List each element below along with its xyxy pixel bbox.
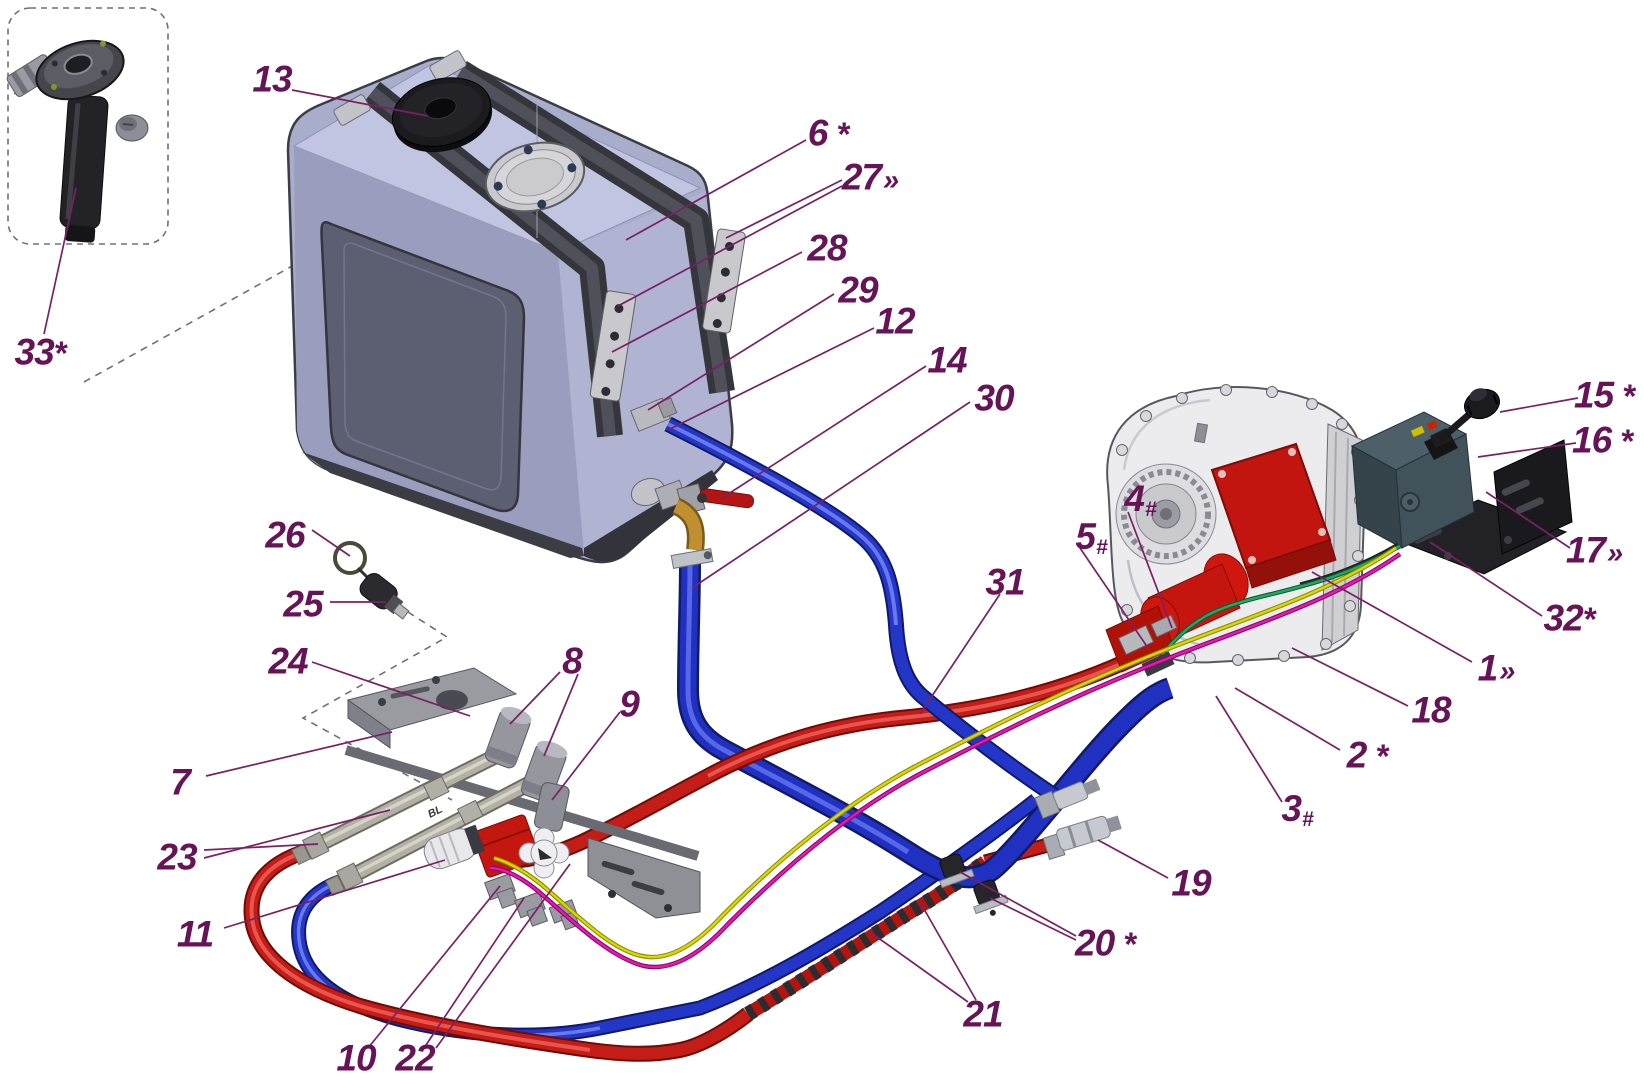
callout-23: 23 xyxy=(157,836,197,878)
callout-15: 15* xyxy=(1574,374,1635,416)
hand-knob xyxy=(518,827,570,879)
red-mark xyxy=(1426,420,1438,431)
control-box xyxy=(1350,388,1500,549)
suction-hose xyxy=(676,561,1174,889)
callout-10: 10 xyxy=(336,1037,376,1079)
tank-fittings xyxy=(630,397,755,569)
filler-cap xyxy=(391,77,493,153)
pump-pressure-fitting xyxy=(1117,624,1155,656)
callout-22: 22 xyxy=(395,1037,435,1079)
callout-33: 33* xyxy=(14,331,67,373)
leader-lines xyxy=(43,89,1579,1049)
callout-6: 6* xyxy=(807,112,849,154)
tube-nut xyxy=(291,775,484,897)
hydraulic-tank xyxy=(286,50,746,564)
gearbox-hub xyxy=(1115,463,1217,565)
callout-13: 13 xyxy=(252,58,292,100)
callout-11: 11 xyxy=(176,913,214,955)
pressure-hose xyxy=(519,646,1146,868)
callout-30: 30 xyxy=(974,377,1014,419)
callout-9: 9 xyxy=(619,683,640,725)
quick-coupling-19 xyxy=(1042,815,1122,860)
plug xyxy=(115,114,149,142)
control-bracket xyxy=(1394,439,1573,575)
steel-tube xyxy=(314,740,544,884)
valve-handle xyxy=(699,488,755,509)
callout-26: 26 xyxy=(265,514,305,556)
solenoid-valve xyxy=(423,824,485,870)
tank-recess-panel xyxy=(320,221,526,513)
tube-marking-label: BL xyxy=(426,803,445,820)
strap-corner-cap xyxy=(429,50,467,82)
callout-5: 5# xyxy=(1075,516,1107,559)
quick-coupling-return xyxy=(1034,778,1101,820)
mounting-plate xyxy=(589,228,746,402)
callout-25: 25 xyxy=(283,583,323,625)
hydraulic-pump xyxy=(1105,553,1249,677)
valve-assembly: BL BL xyxy=(291,667,701,931)
pto xyxy=(1210,442,1337,589)
test-coupling xyxy=(333,541,410,620)
pump-adapter-fitting xyxy=(1150,614,1178,638)
elbow-fitting xyxy=(483,873,580,931)
callout-31: 31 xyxy=(985,561,1025,603)
return-fitting xyxy=(630,397,678,432)
callout-19: 19 xyxy=(1171,862,1211,904)
callout-28: 28 xyxy=(807,227,847,269)
callout-21: 21 xyxy=(963,993,1003,1035)
callout-32: 32* xyxy=(1543,597,1596,639)
callout-29: 29 xyxy=(838,269,878,311)
callout-2: 2* xyxy=(1346,734,1388,776)
suction-clamp xyxy=(670,548,714,569)
callout-4: 4# xyxy=(1124,478,1156,521)
callout-14: 14 xyxy=(927,339,967,381)
filler-level-unit xyxy=(6,39,149,243)
callout-7: 7 xyxy=(170,761,191,803)
cable-harness xyxy=(489,542,1402,970)
delivery-hose-red xyxy=(243,840,753,1062)
callout-17: 17» xyxy=(1565,529,1623,571)
yellow-mark xyxy=(1410,425,1425,438)
callout-27: 27» xyxy=(841,156,899,198)
rail-end-plate xyxy=(587,837,701,919)
elbow-cylinder xyxy=(484,706,570,832)
callout-20: 20* xyxy=(1075,922,1136,964)
valve-bracket xyxy=(346,667,518,749)
callout-1: 1» xyxy=(1477,647,1516,689)
inset-box xyxy=(6,7,169,245)
blue-loop-hose xyxy=(291,794,1041,1043)
valve-manifold xyxy=(472,814,540,878)
callout-24: 24 xyxy=(268,640,308,682)
callout-3: 3# xyxy=(1281,788,1313,831)
callout-18: 18 xyxy=(1411,689,1451,731)
callout-8: 8 xyxy=(562,640,583,682)
control-lever xyxy=(1424,388,1500,460)
mounting-rail xyxy=(344,745,700,861)
callout-16: 16* xyxy=(1572,419,1633,461)
tank-flange xyxy=(484,141,586,213)
callout-12: 12 xyxy=(875,300,915,342)
